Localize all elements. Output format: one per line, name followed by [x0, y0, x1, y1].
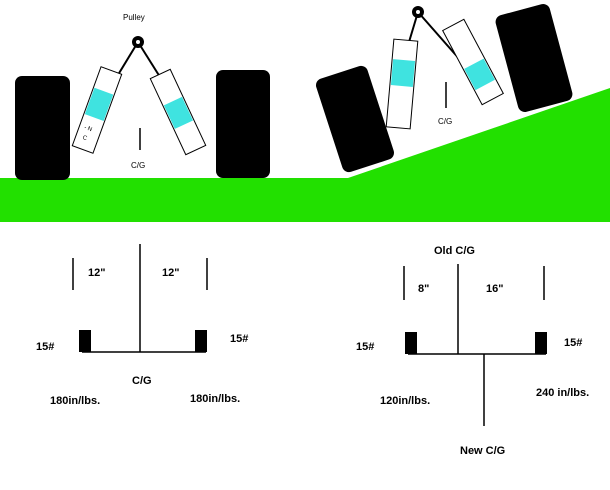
top-right-illustration: C/G [316, 4, 610, 222]
dim-left-label: 12" [88, 267, 105, 279]
lower-wheel [316, 65, 394, 173]
weight-right-label: 15# [230, 333, 248, 345]
cylinder-marking-2: C [82, 135, 89, 142]
right-wheel [216, 70, 270, 178]
weight-block-right [195, 330, 207, 352]
bottom-right-diagram: Old C/G 8" 16" 15# 15# 120in/lbs. 240 in… [356, 245, 589, 457]
dim-right-label: 12" [162, 267, 179, 279]
moment-right-label: 180in/lbs. [190, 393, 240, 405]
pulley-slope-hub-icon [416, 10, 420, 14]
bottom-left-diagram: 12" 12" 15# 15# C/G 180in/lbs. 180in/lbs… [36, 244, 248, 407]
weight-block-left-2 [405, 332, 417, 354]
weight-right-label-2: 15# [564, 337, 582, 349]
top-left-illustration: Pulley - N C C/G [0, 13, 350, 222]
cg-label-top-left: C/G [131, 161, 145, 170]
weight-left-label: 15# [36, 341, 54, 353]
slope-ground [348, 88, 610, 222]
moment-left-label: 180in/lbs. [50, 395, 100, 407]
cg-label-top-right: C/G [438, 117, 452, 126]
moment-right-label-2: 240 in/lbs. [536, 387, 589, 399]
upper-wheel [495, 4, 573, 112]
new-cg-label: New C/G [460, 445, 505, 457]
weight-left-label-2: 15# [356, 341, 374, 353]
dim-right-label-2: 16" [486, 283, 503, 295]
cylinder-marking-1: - N [83, 125, 93, 133]
left-cylinder: - N C [71, 66, 123, 154]
right-cylinder-slope [442, 18, 504, 106]
pulley-hub-icon [136, 40, 140, 44]
flat-ground [0, 178, 350, 222]
old-cg-label: Old C/G [434, 245, 475, 257]
right-cylinder [149, 68, 207, 156]
moment-left-label-2: 120in/lbs. [380, 395, 430, 407]
cg-label-bottom-left: C/G [132, 375, 152, 387]
weight-block-left [79, 330, 91, 352]
dim-left-label-2: 8" [418, 283, 429, 295]
pulley-label: Pulley [123, 13, 145, 22]
weight-block-right-2 [535, 332, 547, 354]
left-wheel [15, 76, 70, 180]
left-cylinder-slope [385, 38, 419, 130]
